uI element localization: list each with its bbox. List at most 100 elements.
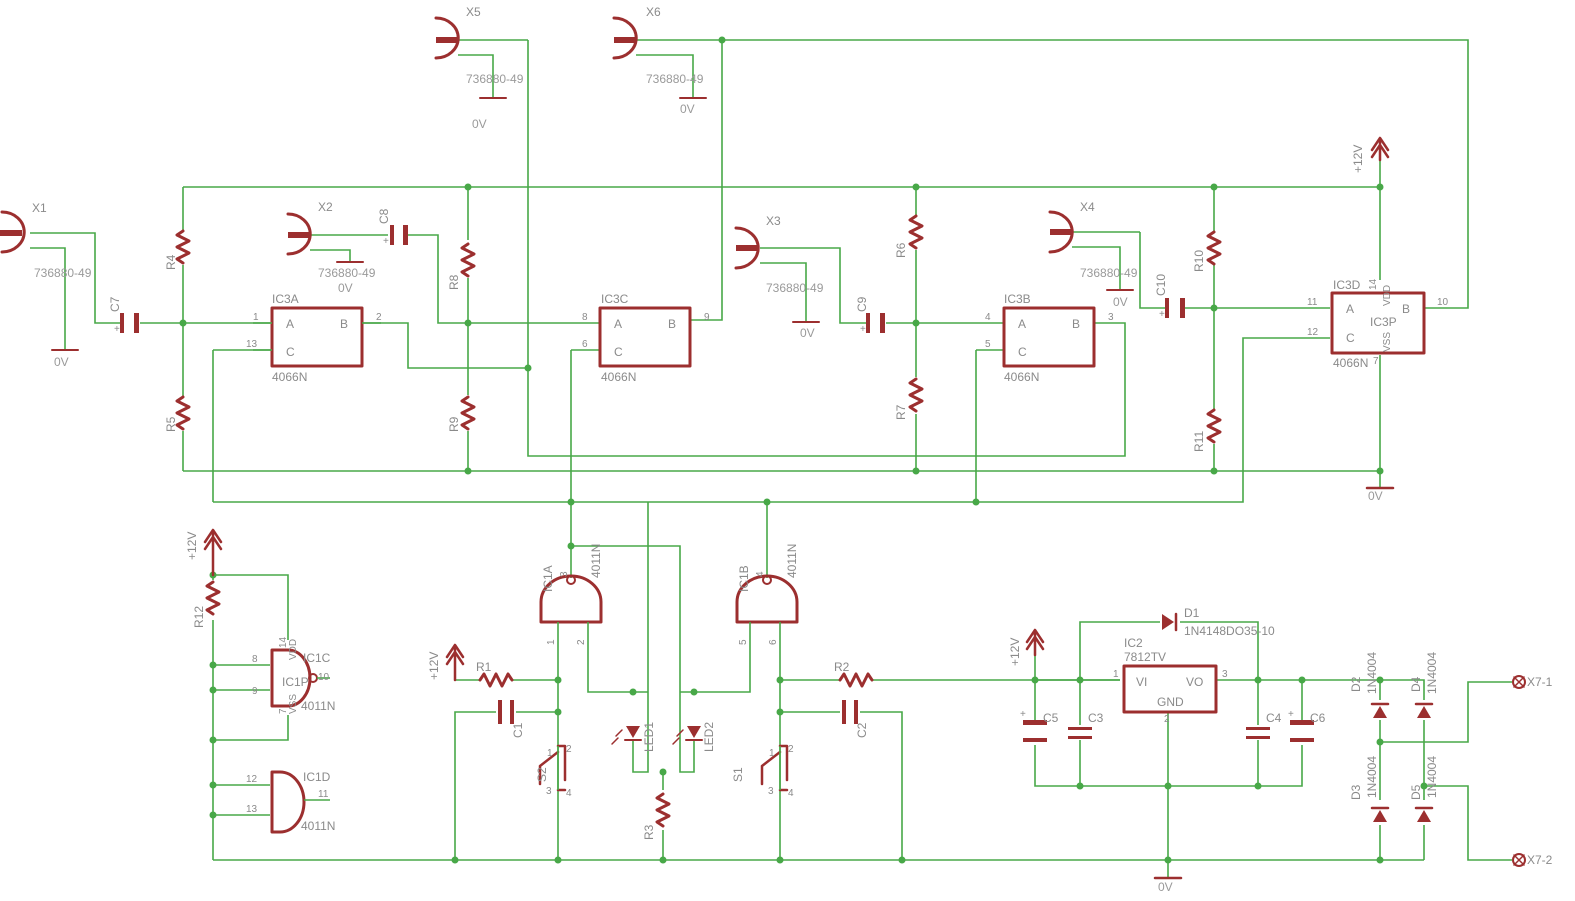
nand-ic1a: IC1A 4011N 1 2 3 [539, 544, 603, 648]
svg-text:1: 1 [547, 748, 553, 759]
junctions [179, 36, 1428, 864]
resistor-r3: R3 [642, 792, 671, 840]
svg-text:A: A [614, 317, 622, 331]
svg-text:C: C [1018, 345, 1027, 359]
resistor-r1: R1 [476, 660, 514, 688]
diode-d1: D1 1N4148DO35-10 [1162, 606, 1275, 638]
resistor-r6-label: R6 [894, 242, 908, 258]
svg-text:GND: GND [1157, 695, 1184, 709]
connector-x3: X3 736880-49 0V [734, 214, 824, 340]
connector-x2: X2 736880-49 0V [286, 200, 376, 295]
capacitor-c8-label: C8 [377, 208, 391, 224]
svg-text:1: 1 [1113, 669, 1119, 680]
svg-text:4: 4 [755, 571, 766, 577]
resistor-r7: R7 [894, 377, 924, 420]
svg-text:A: A [286, 317, 294, 331]
resistor-r9-label: R9 [447, 416, 461, 432]
svg-text:A: A [1018, 317, 1026, 331]
ic3a-part: 4066N [272, 370, 307, 384]
connector-x3-gnd: 0V [800, 326, 815, 340]
capacitor-c1: C1 [498, 700, 525, 738]
resistor-r12: R12 [192, 580, 221, 628]
capacitor-c7-label: C7 [108, 296, 122, 312]
capacitor-c10-label: C10 [1154, 274, 1168, 296]
svg-text:VSS: VSS [288, 694, 299, 714]
connector-x5: X5 736880-49 0V [434, 5, 524, 131]
capacitor-c4: C4 [1246, 711, 1282, 739]
switch-s1-name: S1 [731, 767, 745, 782]
connector-x6-name: X6 [646, 5, 661, 19]
svg-text:2: 2 [576, 639, 587, 645]
svg-text:C: C [1346, 331, 1355, 345]
connector-x4-name: X4 [1080, 200, 1095, 214]
svg-text:C: C [286, 345, 295, 359]
ic3a: IC3A 4066N A B C 1 2 13 [246, 292, 382, 384]
capacitor-c9: + C9 [855, 296, 885, 335]
terminal-x7-1-label: X7-1 [1527, 675, 1553, 689]
diode-d2: D2 1N4004 [1349, 652, 1390, 718]
capacitor-c6: + C6 [1288, 709, 1326, 742]
svg-text:7: 7 [1373, 356, 1379, 367]
svg-text:1: 1 [769, 748, 775, 759]
resistor-r1-label: R1 [476, 660, 492, 674]
resistor-r7-label: R7 [894, 404, 908, 420]
ic3d-name: IC3D [1333, 278, 1361, 292]
svg-text:B: B [1072, 317, 1080, 331]
ic1p-name: IC1P [282, 675, 309, 689]
power-12v-left: +12V [185, 528, 223, 577]
svg-text:9: 9 [252, 686, 258, 697]
power-12v-top-label: +12V [1351, 145, 1365, 173]
connector-x1: X1 736880-49 0V [0, 201, 92, 369]
svg-text:3: 3 [768, 786, 774, 797]
svg-text:3: 3 [1108, 312, 1114, 323]
svg-text:3: 3 [546, 786, 552, 797]
regulator-part: 7812TV [1124, 650, 1166, 664]
svg-text:6: 6 [768, 639, 779, 645]
svg-text:7: 7 [278, 708, 289, 714]
connector-x4-part: 736880-49 [1080, 266, 1138, 280]
resistor-r10: R10 [1192, 230, 1222, 272]
connector-x3-part: 736880-49 [766, 281, 824, 295]
svg-text:4: 4 [566, 788, 572, 799]
svg-text:+: + [1288, 709, 1294, 720]
ic3p-name: IC3P [1370, 315, 1397, 329]
nand-ic1b: IC1B 4011N 5 6 4 [735, 544, 799, 648]
capacitor-c2-label: C2 [855, 722, 869, 738]
nand-ic1d: IC1D 4011N 12 13 11 [246, 770, 335, 834]
led-2: LED2 [672, 722, 716, 752]
ic3c-name: IC3C [601, 292, 629, 306]
diode-d1-name: D1 [1184, 606, 1200, 620]
svg-text:14: 14 [278, 636, 289, 648]
connector-x2-name: X2 [318, 200, 333, 214]
svg-text:2: 2 [376, 312, 382, 323]
diode-d4-part: 1N4004 [1425, 652, 1439, 694]
ic3b: IC3B 4066N A B C 4 3 5 [985, 292, 1114, 384]
svg-text:B: B [340, 317, 348, 331]
diode-d4: D4 1N4004 [1409, 652, 1439, 718]
connector-x3-name: X3 [766, 214, 781, 228]
svg-text:4: 4 [985, 312, 991, 323]
nand-ic1c-name: IC1C [303, 651, 331, 665]
diode-d1-part: 1N4148DO35-10 [1184, 624, 1275, 638]
nand-ic1c: IC1C IC1P 4011N VDD VSS 14 7 8 9 10 [252, 636, 335, 714]
ic3c: IC3C 4066N A B C 8 9 6 [582, 292, 710, 384]
svg-text:+: + [860, 324, 866, 335]
connector-x4-gnd: 0V [1113, 295, 1128, 309]
terminal-x7-1: X7-1 [1512, 675, 1553, 689]
svg-text:14: 14 [1368, 278, 1379, 290]
led-1: LED1 [611, 722, 656, 752]
capacitor-c9-label: C9 [855, 296, 869, 312]
svg-text:8: 8 [252, 654, 258, 665]
svg-text:10: 10 [318, 672, 330, 683]
svg-text:VSS: VSS [1382, 332, 1393, 352]
svg-text:VI: VI [1136, 675, 1147, 689]
led-1-label: LED1 [642, 722, 656, 752]
resistor-r5: R5 [164, 395, 191, 432]
nand-ic1d-part: 4011N [301, 819, 335, 833]
svg-text:1: 1 [546, 639, 557, 645]
led-2-label: LED2 [702, 722, 716, 752]
resistor-r10-label: R10 [1192, 250, 1206, 272]
power-12v-left-label: +12V [185, 532, 199, 560]
svg-text:3: 3 [559, 571, 570, 577]
ic3d-part: 4066N [1333, 356, 1368, 370]
